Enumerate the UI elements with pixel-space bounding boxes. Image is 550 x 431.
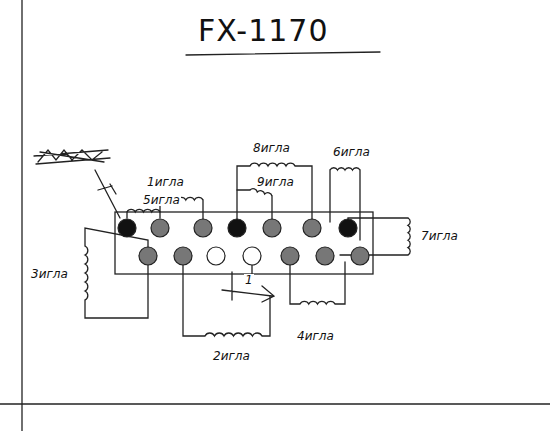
needle-label: 6игла — [332, 146, 371, 158]
needle-label: 1игла — [146, 176, 185, 188]
connector-pin — [207, 247, 225, 265]
needle-label: 4игла — [296, 330, 335, 342]
connector-pin — [194, 219, 212, 237]
wire — [237, 166, 312, 222]
needle-label: 9игла — [256, 176, 295, 188]
wire — [183, 262, 270, 336]
needle-coil — [250, 189, 272, 196]
connector-pin — [151, 219, 169, 237]
needle-label: 1 — [244, 274, 254, 286]
title-underline — [186, 52, 380, 55]
needle-coil — [205, 333, 262, 336]
wire — [330, 170, 360, 240]
page-border — [0, 403, 550, 404]
connector-pin — [118, 219, 136, 237]
connector-pin — [281, 247, 299, 265]
connector-pin — [174, 247, 192, 265]
needle-coil — [85, 246, 88, 300]
needle-label: 2игла — [212, 350, 251, 362]
needle-label: 5игла — [142, 194, 181, 206]
wire — [237, 190, 272, 222]
connector-pin — [339, 219, 357, 237]
needle-label: 7игла — [420, 230, 459, 242]
needle-coil — [330, 168, 360, 170]
connector-pin — [263, 219, 281, 237]
diagram-title: FX-1170 — [198, 16, 329, 46]
needle-coil — [127, 209, 160, 212]
needle-coil — [250, 163, 295, 166]
connector-pin — [228, 219, 246, 237]
connector-pin — [303, 219, 321, 237]
needle-coil — [408, 218, 410, 255]
connector-pin — [139, 247, 157, 265]
connector-pin — [351, 247, 369, 265]
resistor-symbol — [222, 272, 274, 302]
needle-coil — [300, 301, 335, 304]
page-border — [21, 0, 22, 431]
connector-pin — [316, 247, 334, 265]
wire — [340, 218, 408, 255]
crossed-out-scribble — [34, 150, 110, 164]
connector-block — [115, 212, 373, 274]
needle-label: 3игла — [30, 268, 69, 280]
connector-pin — [243, 247, 261, 265]
wire — [85, 228, 148, 318]
wire — [290, 262, 345, 304]
needle-label: 8игла — [252, 142, 291, 154]
scribble-arrow — [95, 170, 120, 218]
